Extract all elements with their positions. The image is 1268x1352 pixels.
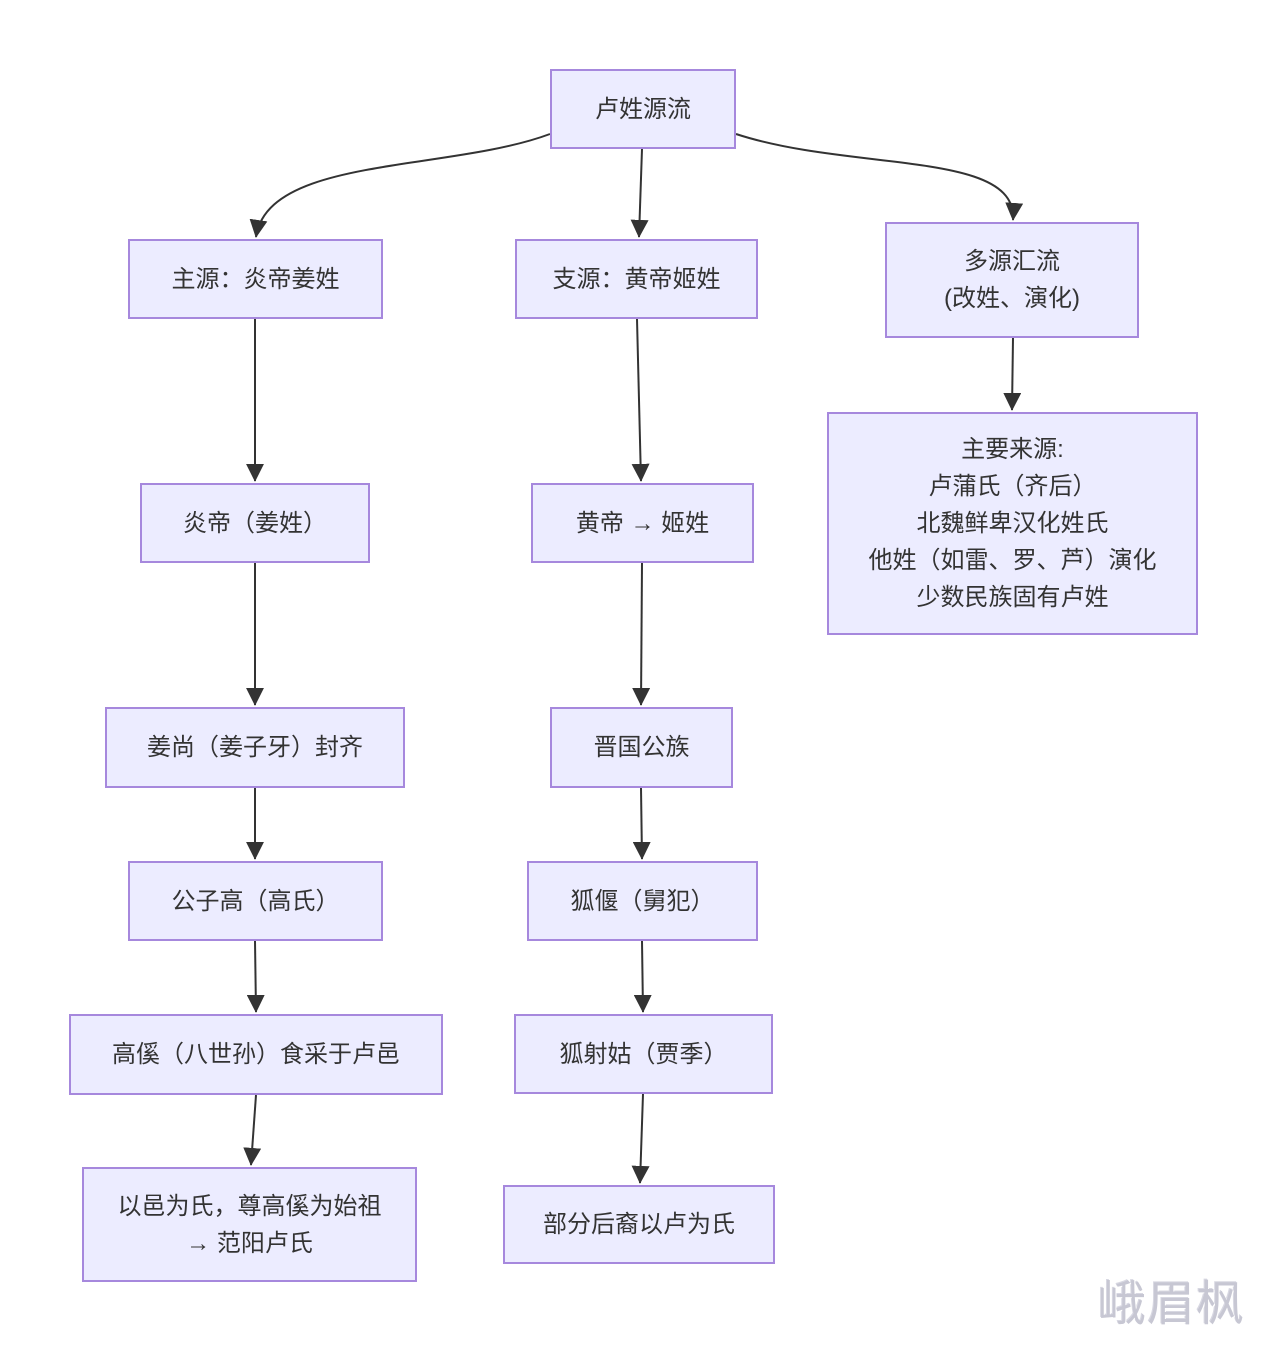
node-left-5: 高傒（八世孙）食采于卢邑 bbox=[69, 1014, 443, 1095]
node-middle-4-label: 狐偃（舅犯） bbox=[570, 887, 715, 915]
node-left-5-label: 高傒（八世孙）食采于卢邑 bbox=[112, 1041, 400, 1068]
edge-root-to-left-1 bbox=[249, 133, 551, 238]
node-root-label: 卢姓源流 bbox=[595, 95, 691, 123]
edge-right-1-to-right-2 bbox=[1003, 337, 1022, 411]
node-right-1-label-line1: 多源汇流 bbox=[964, 248, 1060, 275]
node-right-2-label-line4: 他姓（如雷、罗、芦）演化 bbox=[868, 547, 1157, 574]
node-middle-5: 狐射姑（贾季） bbox=[514, 1014, 773, 1094]
edge-middle-5-to-middle-6 bbox=[631, 1093, 650, 1184]
node-left-3-label: 姜尚（姜子牙）封齐 bbox=[147, 734, 363, 761]
node-left-2-label: 炎帝（姜姓） bbox=[183, 509, 327, 537]
node-left-4: 公子高（高氏） bbox=[128, 861, 383, 941]
edge-root-to-middle-1 bbox=[630, 148, 649, 238]
node-middle-3: 晋国公族 bbox=[550, 707, 733, 788]
node-right-2: 主要来源: 卢蒲氏（齐后） 北魏鲜卑汉化姓氏 他姓（如雷、罗、芦）演化 少数民族… bbox=[827, 412, 1198, 635]
edge-middle-1-to-middle-2 bbox=[631, 318, 650, 482]
node-middle-4: 狐偃（舅犯） bbox=[527, 861, 758, 941]
edge-left-4-to-left-5 bbox=[246, 940, 265, 1013]
node-middle-6: 部分后裔以卢为氏 bbox=[503, 1185, 775, 1264]
node-left-4-label: 公子高（高氏） bbox=[171, 887, 340, 915]
edge-root-to-right-1 bbox=[735, 133, 1024, 221]
node-left-3: 姜尚（姜子牙）封齐 bbox=[105, 707, 405, 788]
edge-left-5-to-left-6 bbox=[243, 1094, 262, 1166]
node-right-2-label-line3: 北魏鲜卑汉化姓氏 bbox=[916, 510, 1109, 537]
node-middle-3-label: 晋国公族 bbox=[593, 734, 690, 761]
node-middle-5-label: 狐射姑（贾季） bbox=[559, 1040, 728, 1068]
node-middle-6-label: 部分后裔以卢为氏 bbox=[543, 1211, 735, 1238]
node-right-2-label-line5: 少数民族固有卢姓 bbox=[916, 584, 1109, 611]
node-middle-2-label: 黄帝 → 姬姓 bbox=[575, 509, 710, 537]
node-left-1-label: 主源：炎帝姜姓 bbox=[171, 265, 340, 293]
node-left-6-label-line1: 以邑为氏，尊高傒为始祖 bbox=[117, 1192, 382, 1220]
watermark-text: 峨眉枫 bbox=[1098, 1278, 1246, 1331]
node-left-6: 以邑为氏，尊高傒为始祖 → 范阳卢氏 bbox=[82, 1167, 417, 1282]
node-left-1: 主源：炎帝姜姓 bbox=[128, 239, 383, 319]
node-middle-1-label: 支源：黄帝姬姓 bbox=[552, 265, 721, 293]
edge-middle-4-to-middle-5 bbox=[633, 940, 652, 1013]
node-right-2-label-line2: 卢蒲氏（齐后） bbox=[928, 473, 1097, 500]
node-right-2-label-line1: 主要来源: bbox=[961, 436, 1064, 463]
node-right-1: 多源汇流 (改姓、演化) bbox=[885, 222, 1139, 338]
node-middle-1: 支源：黄帝姬姓 bbox=[515, 239, 758, 319]
node-root: 卢姓源流 bbox=[550, 69, 736, 149]
node-left-6-label-line2: → 范阳卢氏 bbox=[186, 1229, 313, 1257]
edge-middle-2-to-middle-3 bbox=[632, 562, 651, 706]
edge-middle-3-to-middle-4 bbox=[632, 787, 651, 860]
node-middle-2: 黄帝 → 姬姓 bbox=[531, 483, 754, 563]
node-right-1-label-line2: (改姓、演化) bbox=[944, 285, 1080, 312]
node-left-2: 炎帝（姜姓） bbox=[140, 483, 370, 563]
